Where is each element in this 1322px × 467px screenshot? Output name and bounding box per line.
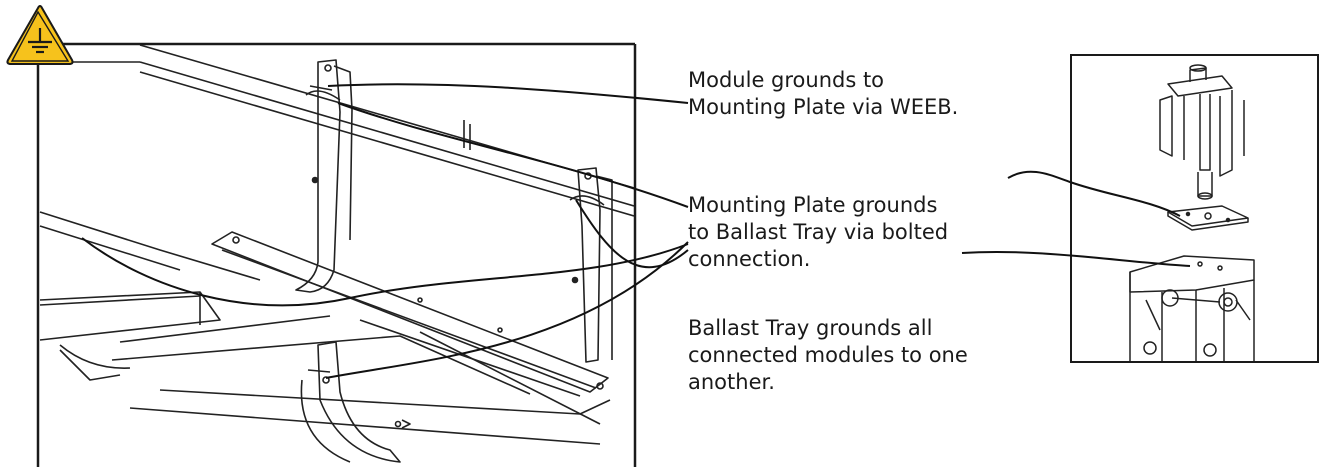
leader-mounting-plate: [337, 102, 689, 208]
leader-ballast-2: [575, 199, 689, 269]
tray-frame: [111, 231, 611, 445]
ballast-tray-illustration: [39, 45, 634, 463]
main-frame: [36, 42, 637, 467]
mounting-plate-detail: [1129, 64, 1255, 361]
module-clamp: [1159, 64, 1245, 200]
callout-module-grounds: Module grounds to Mounting Plate via WEE…: [688, 67, 958, 121]
callout-line: another.: [688, 370, 775, 394]
inset-frame: [1070, 54, 1319, 363]
leader-lines: [81, 83, 1191, 379]
leader-module-grounds: [327, 83, 689, 104]
callout-line: Mounting Plate via WEEB.: [688, 95, 959, 119]
callout-line: connection.: [688, 247, 811, 271]
callout-ballast-tray: Ballast Tray grounds all connected modul…: [688, 315, 968, 396]
callout-mounting-plate: Mounting Plate grounds to Ballast Tray v…: [688, 192, 948, 273]
callout-line: to Ballast Tray via bolted: [688, 220, 949, 244]
ground-warning-icon: [6, 5, 74, 65]
leader-ballast-3: [325, 241, 689, 379]
callout-line: Mounting Plate grounds: [688, 193, 938, 217]
front-bracket: [300, 341, 411, 463]
leader-weeb: [1007, 170, 1181, 217]
callout-line: connected modules to one: [688, 343, 968, 367]
rear-left-bracket: [295, 59, 353, 293]
module-rail-left: [39, 211, 261, 381]
callout-line: Ballast Tray grounds all: [688, 316, 933, 340]
leader-ballast-1: [81, 237, 689, 307]
leader-bolted: [961, 250, 1191, 267]
tray-bracket: [1129, 255, 1255, 361]
weeb-plate: [1167, 205, 1249, 231]
callout-line: Module grounds to: [688, 68, 885, 92]
